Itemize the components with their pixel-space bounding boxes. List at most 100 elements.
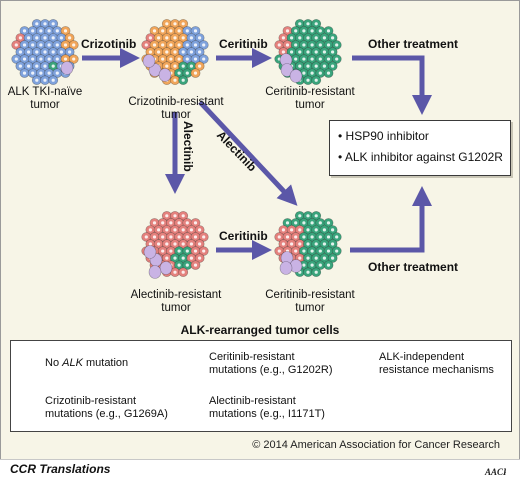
tumor-cell <box>294 33 305 43</box>
tumor-cell <box>186 225 197 235</box>
treatment-item-g1202r-inhibitor: • ALK inhibitor against G1202R <box>338 150 503 164</box>
tumor-cell <box>178 19 189 29</box>
cluster-alectinib-resistant-tumor <box>141 211 209 277</box>
tumor-cell <box>40 75 50 85</box>
tumor-cell <box>31 47 42 57</box>
tumor-cell <box>157 232 168 242</box>
cluster-crizotinib-purple <box>142 54 172 82</box>
tumor-cell <box>149 40 160 50</box>
tumor-cell <box>331 40 342 50</box>
alk-independent-cell <box>279 261 293 275</box>
drug-other-treatment-bottom: Other treatment <box>368 260 459 274</box>
tumor-cell <box>307 260 317 270</box>
tumor-cell <box>274 40 285 50</box>
tumor-cell <box>331 232 342 242</box>
tumor-cell <box>303 225 313 235</box>
tumor-cell <box>161 239 172 249</box>
tumor-cell <box>303 211 313 221</box>
tumor-cell <box>190 218 201 228</box>
treatment-options-box: • HSP90 inhibitor • ALK inhibitor agains… <box>329 120 511 176</box>
arrow-alectinib-diagonal <box>198 100 298 206</box>
tumor-cell <box>149 232 160 242</box>
tumor-cell <box>31 19 42 29</box>
tumor-cell <box>194 47 205 57</box>
tumor-cell <box>307 218 317 228</box>
alk-independent-cell <box>158 68 172 82</box>
tumor-cell <box>315 54 326 64</box>
tumor-cell <box>311 267 322 277</box>
tumor-cell <box>323 68 334 78</box>
tumor-cell <box>311 225 322 235</box>
tumor-cell <box>178 33 189 43</box>
arrow-other-treatment-bottom <box>350 186 432 253</box>
section-title: ALK-rearranged tumor cells <box>180 323 340 337</box>
tumor-cell <box>44 26 54 36</box>
alk-independent-cell <box>60 61 74 75</box>
tumor-cell <box>198 246 209 256</box>
tumor-cell <box>174 218 184 228</box>
footer-bar: CCR Translations AACR <box>0 459 520 481</box>
legend-label-no-alk-mutation: No ALK mutation <box>45 357 129 369</box>
tumor-cell <box>157 54 168 64</box>
cluster-ceritinib-bottom-purple <box>279 251 303 275</box>
drug-crizotinib: Crizotinib <box>81 37 137 51</box>
tumor-cell <box>60 26 71 36</box>
arrow-other-treatment-top <box>352 55 432 115</box>
tumor-cell <box>182 68 193 78</box>
tumor-cell <box>315 232 326 242</box>
tumor-cell <box>198 232 209 242</box>
tumor-cell <box>161 33 172 43</box>
tumor-cell <box>178 211 189 221</box>
cluster-alectinib-purple <box>143 245 173 279</box>
tumor-cell <box>145 225 156 235</box>
tumor-cell <box>178 61 189 71</box>
tumor-cell <box>23 47 34 57</box>
tumor-cell <box>186 47 197 57</box>
tumor-cell <box>174 232 184 242</box>
tumor-cell <box>48 47 59 57</box>
alk-independent-cell <box>143 245 157 259</box>
tumor-cell <box>182 218 193 228</box>
tumor-cell <box>182 26 193 36</box>
tumor-cell <box>294 61 305 71</box>
tumor-cell <box>294 19 305 29</box>
tumor-cell <box>178 47 189 57</box>
tumor-cell <box>303 75 313 85</box>
tumor-cell <box>327 33 338 43</box>
tumor-cell <box>303 33 313 43</box>
tumor-cell <box>27 68 38 78</box>
alk-independent-cell <box>280 63 294 77</box>
tumor-cell <box>23 33 34 43</box>
tumor-cell <box>307 26 317 36</box>
tumor-cell <box>331 246 342 256</box>
tumor-cell <box>319 47 330 57</box>
tumor-cell <box>323 232 334 242</box>
tumor-cell <box>311 19 322 29</box>
tumor-cell <box>68 54 79 64</box>
tumor-cell <box>174 246 184 256</box>
tumor-cell <box>48 75 59 85</box>
tumor-cell <box>319 239 330 249</box>
copyright-notice: © 2014 American Association for Cancer R… <box>252 439 500 451</box>
tumor-cell <box>190 26 201 36</box>
tumor-cell <box>286 33 297 43</box>
tumor-cell <box>290 246 301 256</box>
tumor-cell <box>190 260 201 270</box>
cluster-ceritinib-top-purple <box>279 53 303 83</box>
tumor-cell <box>278 225 289 235</box>
tumor-cell <box>182 54 193 64</box>
tumor-cell <box>327 61 338 71</box>
alk-independent-cell <box>159 261 173 275</box>
tumor-cell <box>198 40 209 50</box>
tumor-cell <box>174 40 184 50</box>
tumor-cell <box>294 239 305 249</box>
tumor-cell <box>157 246 168 256</box>
